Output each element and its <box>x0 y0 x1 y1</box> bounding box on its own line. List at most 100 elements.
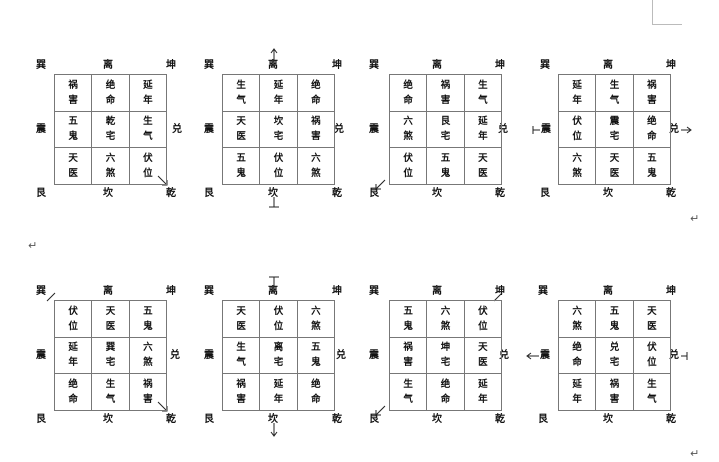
cell-1: 绝命 <box>91 74 130 112</box>
label-qian: 乾 <box>332 414 342 425</box>
label-dui: 兑 <box>172 124 182 135</box>
cell-char: 巽 <box>105 342 116 354</box>
cell-char: 伏 <box>478 305 488 317</box>
cell-char: 气 <box>609 94 620 106</box>
cell-char: 宅 <box>273 131 284 143</box>
cell-char: 害 <box>440 94 451 106</box>
cell-char: 宅 <box>609 131 620 143</box>
cell-char: 年 <box>68 357 78 369</box>
cell-1: 生气 <box>595 74 634 112</box>
cell-char: 延 <box>143 79 153 91</box>
tee-left-icon <box>532 126 540 134</box>
cell-char: 天 <box>105 305 116 317</box>
cell-char: 兑 <box>609 342 620 354</box>
label-dui: 兑 <box>498 124 508 135</box>
cell-2: 祸害 <box>632 74 672 112</box>
label-qian: 乾 <box>495 414 505 425</box>
cell-char: 六 <box>572 305 582 317</box>
cell-char: 鬼 <box>609 320 620 332</box>
label-xun: 巽 <box>36 60 46 71</box>
cell-char: 震 <box>609 116 620 128</box>
page-corner-mark <box>652 0 682 25</box>
cell-2: 五鬼 <box>128 300 168 338</box>
label-dui: 兑 <box>669 350 679 361</box>
cell-char: 宅 <box>105 357 116 369</box>
cell-char: 伏 <box>647 342 657 354</box>
cell-char: 祸 <box>143 379 153 391</box>
cell-char: 伏 <box>68 305 78 317</box>
cell-char: 煞 <box>440 320 451 332</box>
cell-char: 煞 <box>311 320 321 332</box>
cell-char: 鬼 <box>143 320 153 332</box>
cell-char: 天 <box>478 153 488 165</box>
cell-7: 绝命 <box>426 373 465 411</box>
arrow-southwest-icon <box>375 405 386 416</box>
cell-char: 生 <box>143 116 153 128</box>
label-kun: 坤 <box>666 60 676 71</box>
cell-char: 医 <box>236 320 246 332</box>
label-kan: 坎 <box>268 188 278 199</box>
cell-char: 鬼 <box>311 357 321 369</box>
label-gen: 艮 <box>204 414 214 425</box>
cell-char: 位 <box>273 320 284 332</box>
cell-char: 离 <box>273 342 284 354</box>
cell-char: 乾 <box>105 116 116 128</box>
label-li: 离 <box>432 286 442 297</box>
label-xun: 巽 <box>204 60 214 71</box>
label-gen: 艮 <box>36 188 46 199</box>
cell-char: 位 <box>143 168 153 180</box>
tick-kun-icon <box>493 292 503 302</box>
cell-char: 五 <box>68 116 78 128</box>
cell-char: 六 <box>440 305 451 317</box>
arrow-right-icon <box>681 126 692 134</box>
cell-2: 伏位 <box>463 300 503 338</box>
cell-char: 祸 <box>609 379 620 391</box>
cell-char: 命 <box>647 131 657 143</box>
cell-0: 延年 <box>557 74 597 112</box>
cell-char: 害 <box>68 94 78 106</box>
label-kun: 坤 <box>495 286 505 297</box>
cell-char: 绝 <box>647 116 657 128</box>
cell-5: 天医 <box>463 336 503 375</box>
cell-char: 命 <box>68 394 78 406</box>
cell-char: 生 <box>478 79 488 91</box>
cell-char: 祸 <box>68 79 78 91</box>
label-zhen: 震 <box>369 350 379 361</box>
arrow-left-icon <box>526 352 539 360</box>
cell-char: 气 <box>478 94 488 106</box>
cell-1: 伏位 <box>259 300 298 338</box>
label-gen: 艮 <box>369 414 379 425</box>
label-kan: 坎 <box>432 414 442 425</box>
cell-char: 天 <box>236 116 246 128</box>
cell-char: 延 <box>478 116 488 128</box>
palace-grid: 延年 生气 祸害 伏位 震宅 绝命 六煞 天医 五鬼 <box>557 74 672 185</box>
cell-8: 绝命 <box>296 373 336 411</box>
palace-grid: 伏位 天医 五鬼 延年 巽宅 六煞 绝命 生气 祸害 <box>53 300 168 411</box>
cell-1: 六煞 <box>426 300 465 338</box>
cell-char: 坤 <box>440 342 451 354</box>
cell-char: 伏 <box>403 153 413 165</box>
cell-7: 祸害 <box>595 373 634 411</box>
label-dui: 兑 <box>170 350 180 361</box>
label-xun: 巽 <box>36 286 46 297</box>
cell-5: 六煞 <box>128 336 168 375</box>
label-gen: 艮 <box>36 414 46 425</box>
cell-char: 医 <box>609 168 620 180</box>
cell-char: 祸 <box>440 79 451 91</box>
cell-char: 命 <box>403 94 413 106</box>
cell-char: 命 <box>572 357 582 369</box>
label-dui: 兑 <box>336 350 346 361</box>
label-li: 离 <box>103 60 113 71</box>
cell-char: 害 <box>311 131 321 143</box>
cell-char: 煞 <box>572 320 582 332</box>
label-kun: 坤 <box>166 286 176 297</box>
cell-2: 生气 <box>463 74 503 112</box>
cell-char: 绝 <box>572 342 582 354</box>
label-gen: 艮 <box>369 188 379 199</box>
cell-char: 气 <box>236 357 246 369</box>
cell-char: 宅 <box>440 357 451 369</box>
cell-4: 艮宅 <box>426 110 465 149</box>
label-qian: 乾 <box>495 188 505 199</box>
cell-0: 天医 <box>221 300 261 338</box>
diagram-kun-house: 巽 离 坤 震 兑 艮 坎 乾 五鬼 六煞 伏位 祸害 坤宅 天医 生气 绝命 … <box>369 286 539 438</box>
